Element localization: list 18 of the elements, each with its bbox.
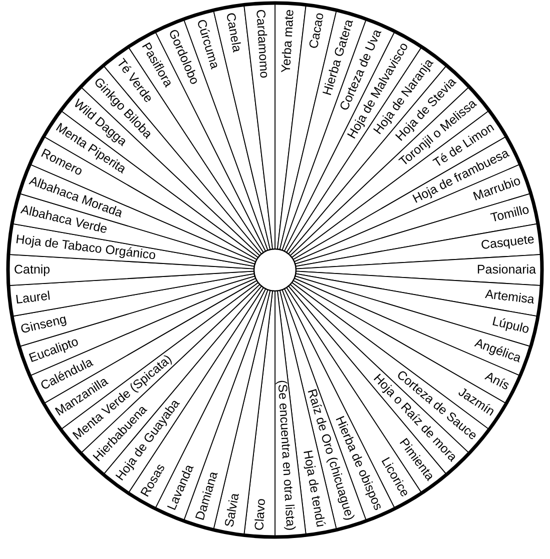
sector-label: Ginseng (19, 312, 68, 336)
sector-label: Anís (483, 369, 512, 393)
sector-label: Hoja de Tabaco Orgánico (15, 232, 157, 262)
sector-label: Laurel (14, 288, 51, 307)
sector-label: Canela (223, 12, 244, 54)
sector-label: Cúrcuma (194, 18, 222, 70)
sector-label: Pasionaria (476, 262, 536, 276)
sector-label: Lúpulo (490, 314, 531, 336)
sector-label: (Se encuentra en otra lista) (275, 380, 298, 531)
sector-label: Yerba mate (278, 9, 296, 74)
sector-label: Catnip (14, 262, 50, 276)
sector-label: Cardamomo (254, 9, 272, 78)
sector-label: Cacao (306, 12, 327, 50)
sector-label: Salvia (222, 492, 242, 528)
sector-label: Casquete (480, 232, 535, 252)
sector-label: Artemisa (484, 286, 536, 307)
sector-label: Clavo (252, 498, 268, 531)
sector-label: Tomillo (489, 202, 530, 225)
